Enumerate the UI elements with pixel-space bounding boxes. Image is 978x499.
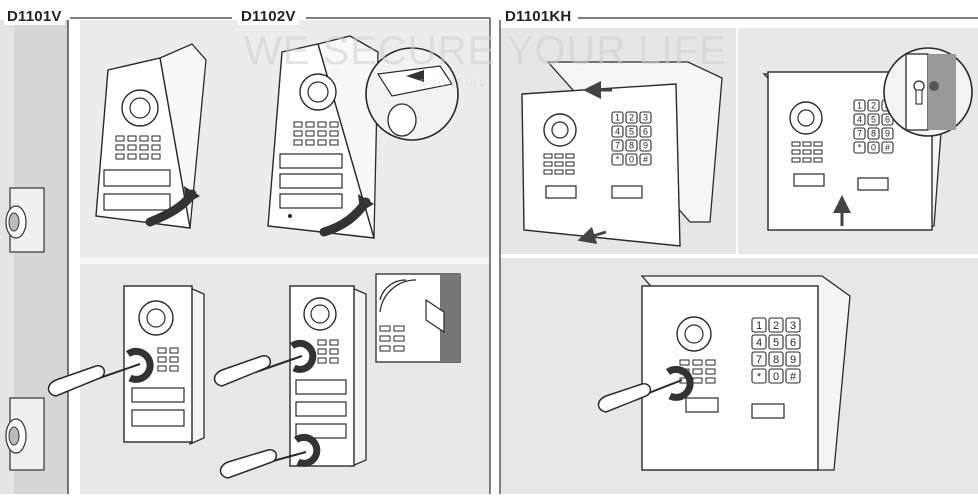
keypad-key-label: 7 (615, 141, 620, 151)
keypad-key-label: 9 (885, 129, 890, 139)
keypad-key-label: # (643, 155, 648, 165)
keypad-key-label: 0 (773, 371, 779, 383)
section-d1101kh: 123456789*0# 123456789*0# (492, 18, 978, 494)
keypad-key-label: 2 (629, 113, 634, 123)
keypad-key-label: * (757, 371, 762, 383)
keypad-key-label: 2 (773, 320, 779, 332)
keypad-key-label: 2 (871, 101, 876, 111)
keypad-key-label: 8 (629, 141, 634, 151)
keypad-key-label: 3 (790, 320, 796, 332)
d1101kh-lock-magnifier (884, 48, 972, 136)
keypad-key-label: * (616, 155, 620, 165)
keypad-key-label: 5 (773, 337, 779, 349)
keypad-key-label: 4 (756, 337, 762, 349)
keypad-key-label: 9 (790, 354, 796, 366)
keypad-key-label: 6 (885, 115, 890, 125)
photo-divider (80, 258, 490, 264)
d1101kh-speaker-grid-2 (792, 142, 822, 162)
wall-bracket-top (6, 188, 44, 252)
label-d1101kh: D1101KH (502, 9, 574, 25)
keypad-key-label: 5 (871, 115, 876, 125)
keypad-key-label: 7 (756, 354, 762, 366)
section-d1101v-d1102v (0, 18, 490, 494)
keypad-key-label: 1 (857, 101, 862, 111)
keypad-key-label: 4 (857, 115, 862, 125)
label-d1102v: D1102V (238, 9, 299, 25)
keypad-key-label: 6 (643, 127, 648, 137)
label-d1101v: D1101V (4, 9, 65, 25)
keypad-key-label: 5 (629, 127, 634, 137)
keypad-key-label: 4 (615, 127, 620, 137)
keypad-key-label: 9 (643, 141, 648, 151)
watermark-headline: WE SECURE YOUR LIFE (244, 29, 727, 73)
d1101kh-speaker-grid-1 (544, 154, 574, 174)
keypad-key-label: 8 (871, 129, 876, 139)
keypad-key-label: 0 (871, 143, 876, 153)
keypad-key-label: # (790, 371, 797, 383)
keypad-key-label: 8 (773, 354, 779, 366)
watermark-tagline: D O O R B I R D (420, 78, 487, 88)
d1102v-latch-inset (376, 274, 460, 362)
keypad-key-label: 1 (756, 320, 762, 332)
keypad-key-label: 3 (643, 113, 648, 123)
keypad-key-label: * (858, 143, 862, 153)
keypad-key-label: # (885, 143, 890, 153)
keypad-key-label: 7 (857, 129, 862, 139)
keypad-key-label: 1 (615, 113, 620, 123)
keypad-key-label: 6 (790, 337, 796, 349)
wall-bracket-bottom (6, 398, 44, 470)
d1101v-removal-step (96, 44, 206, 228)
keypad-key-label: 0 (629, 155, 634, 165)
